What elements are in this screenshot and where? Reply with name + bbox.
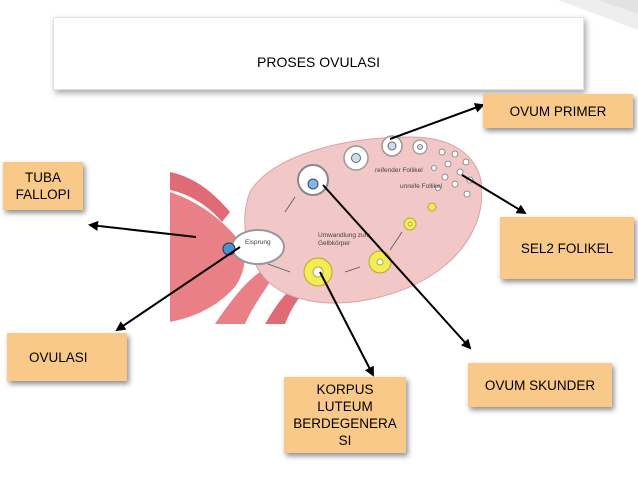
- corner-decoration: [558, 0, 638, 30]
- label-umwandlung: Umwandlung zum: [318, 232, 370, 239]
- arrow-tuba-fallopi: [88, 220, 197, 238]
- internal-arrows: [267, 196, 403, 273]
- title-box: PROSES OVULASI: [53, 17, 584, 90]
- label-eisprung: Eisprung: [245, 239, 271, 246]
- corpus-luteum: [303, 202, 437, 287]
- label-ovulasi: OVULASI: [7, 333, 127, 381]
- arrow-ovum-primer: [389, 103, 485, 140]
- ovulation-figure: reifender Follikel unreife Follikel Eisp…: [170, 132, 482, 324]
- label-gelbkoerper: Gelbkörper: [318, 240, 351, 247]
- label-reifender-follikel: reifender Follikel: [375, 167, 423, 174]
- arrow-ovulasi: [115, 246, 241, 332]
- fallopian-tube: [170, 192, 245, 322]
- arrow-sel-folikel: [461, 174, 527, 215]
- arrow-korpus-luteum: [319, 271, 374, 377]
- arrow-ovum-skunder: [322, 184, 472, 350]
- label-ovum-skunder: OVUM SKUNDER: [468, 363, 612, 407]
- label-tuba-fallopi: TUBA FALLOPI: [3, 162, 83, 210]
- label-ovum-primer: OVUM PRIMER: [483, 94, 633, 128]
- small-follicles: [431, 148, 474, 198]
- label-unreife-follikel: unreife Follikel: [400, 183, 442, 190]
- label-sel-folikel: SEL2 FOLIKEL: [500, 217, 634, 279]
- page-title: PROSES OVULASI: [257, 54, 380, 70]
- label-korpus-luteum: KORPUS LUTEUM BERDEGENERA SI: [284, 377, 406, 453]
